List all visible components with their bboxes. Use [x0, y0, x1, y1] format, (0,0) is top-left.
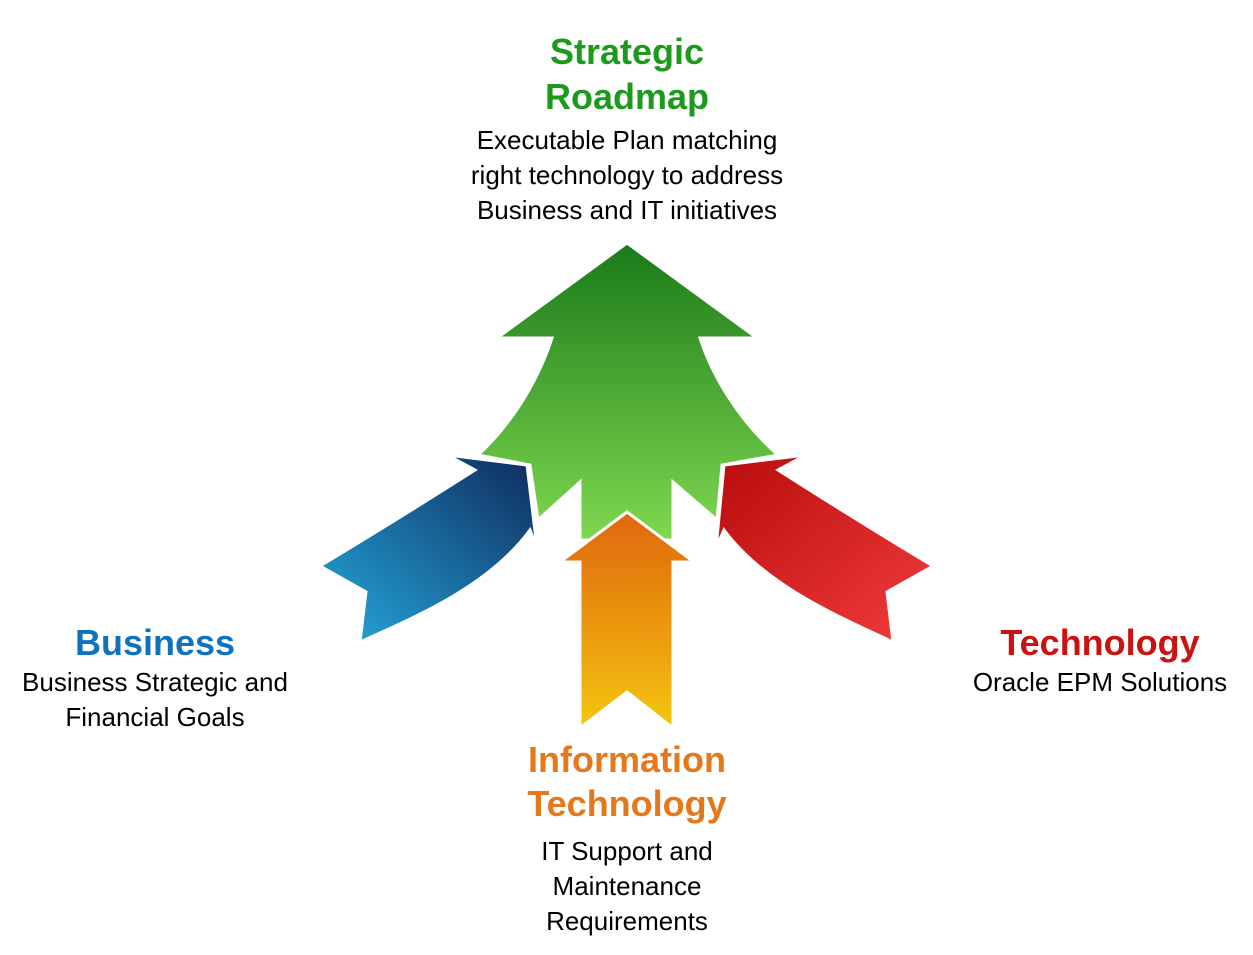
strategic-roadmap-desc-line1: Executable Plan matching: [476, 125, 778, 155]
information-technology-block: Information Technology IT Support and Ma…: [477, 738, 777, 939]
blue-curved-arrow: [317, 453, 539, 645]
information-technology-desc-line2: Maintenance: [552, 871, 702, 901]
business-description: Business Strategic and Financial Goals: [0, 665, 310, 735]
strategic-roadmap-description: Executable Plan matching right technolog…: [427, 123, 827, 228]
business-title: Business: [74, 622, 236, 663]
information-technology-desc-line1: IT Support and: [541, 836, 713, 866]
information-technology-title-line2: Technology: [527, 783, 727, 824]
technology-desc-line1: Oracle EPM Solutions: [972, 667, 1228, 697]
technology-title: Technology: [1000, 622, 1200, 663]
information-technology-description: IT Support and Maintenance Requirements: [477, 834, 777, 939]
technology-block: Technology Oracle EPM Solutions: [950, 620, 1250, 700]
business-desc-line1: Business Strategic and: [22, 667, 288, 697]
strategic-roadmap-desc-line2: right technology to address: [470, 160, 784, 190]
green-up-arrow: [474, 241, 782, 542]
strategic-roadmap-block: Strategic Roadmap Executable Plan matchi…: [427, 29, 827, 228]
orange-up-arrow: [555, 510, 699, 732]
technology-description: Oracle EPM Solutions: [950, 665, 1250, 700]
business-desc-line2: Financial Goals: [65, 702, 245, 732]
strategic-roadmap-title-line2: Roadmap: [544, 76, 710, 117]
business-block: Business Business Strategic and Financia…: [0, 620, 310, 735]
strategic-roadmap-title-line1: Strategic: [549, 31, 705, 72]
information-technology-desc-line3: Requirements: [546, 906, 708, 936]
information-technology-title: Information Technology: [477, 738, 777, 826]
red-curved-arrow: [714, 453, 936, 645]
information-technology-title-line1: Information: [528, 739, 726, 780]
strategic-roadmap-title: Strategic Roadmap: [427, 29, 827, 119]
strategic-roadmap-desc-line3: Business and IT initiatives: [476, 195, 778, 225]
